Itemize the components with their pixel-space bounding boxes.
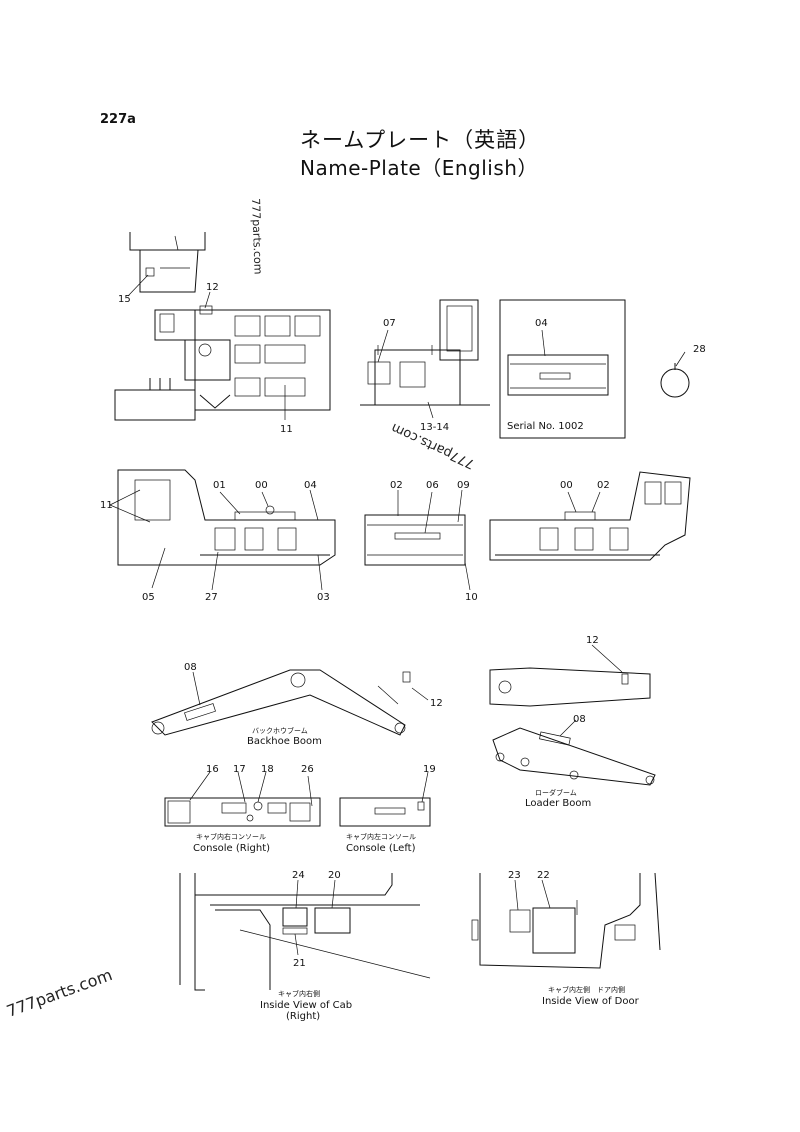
title-english: Name-Plate（English） <box>300 156 538 180</box>
rear-view <box>364 514 466 566</box>
caption-console-left-jp: キャブ内左コンソール <box>346 832 416 841</box>
label-15: 15 <box>118 294 131 305</box>
label-23: 23 <box>508 870 521 881</box>
label-02: 02 <box>390 480 403 491</box>
label-00-right: 00 <box>560 480 573 491</box>
label-03: 03 <box>317 592 330 603</box>
label-04: 04 <box>535 318 548 329</box>
label-02-right: 02 <box>597 480 610 491</box>
title-japanese: ネームプレート（英語） <box>300 128 541 152</box>
loader-boom-top-drawing <box>489 667 651 707</box>
label-08-loader: 08 <box>573 714 586 725</box>
label-04-side: 04 <box>304 480 317 491</box>
label-20: 20 <box>328 870 341 881</box>
label-19: 19 <box>423 764 436 775</box>
label-09: 09 <box>457 480 470 491</box>
page-number: 227a <box>100 112 136 127</box>
label-21: 21 <box>293 958 306 969</box>
label-24: 24 <box>292 870 305 881</box>
caption-loader-en: Loader Boom <box>525 798 591 809</box>
serial-note: Serial No. 1002 <box>507 421 584 432</box>
caption-loader-jp: ローダブーム <box>535 788 577 797</box>
serial-plate-box <box>499 299 626 439</box>
label-11-side: 11 <box>100 500 113 511</box>
part-28-ring <box>660 351 690 398</box>
caption-door-en: Inside View of Door <box>542 996 640 1007</box>
inside-door-drawing <box>471 872 661 969</box>
label-28: 28 <box>693 344 706 355</box>
label-08: 08 <box>184 662 197 673</box>
label-16: 16 <box>206 764 219 775</box>
label-13-14: 13-14 <box>420 422 449 433</box>
caption-backhoe-en: Backhoe Boom <box>247 736 322 747</box>
view-captions: バックホウブーム Backhoe Boom ローダブーム Loader Boom… <box>193 726 640 1022</box>
label-12-boom: 12 <box>430 698 443 709</box>
label-18: 18 <box>261 764 274 775</box>
caption-cab-en-2: (Right) <box>286 1011 320 1022</box>
label-06: 06 <box>426 480 439 491</box>
rear-detail-view <box>129 232 206 293</box>
label-22: 22 <box>537 870 550 881</box>
label-12-loader: 12 <box>586 635 599 646</box>
label-10: 10 <box>465 592 478 603</box>
caption-console-left-en: Console (Left) <box>346 843 416 854</box>
backhoe-boom-drawing <box>151 669 411 736</box>
label-11: 11 <box>280 424 293 435</box>
loader-boom-side-drawing <box>492 727 656 786</box>
caption-backhoe-jp: バックホウブーム <box>252 726 308 735</box>
label-07: 07 <box>383 318 396 329</box>
caption-cab-jp: キャブ内右側 <box>278 989 320 998</box>
caption-cab-en: Inside View of Cab <box>260 1000 352 1011</box>
label-27: 27 <box>205 592 218 603</box>
caption-console-right-jp: キャブ内右コンソール <box>196 832 266 841</box>
console-left-drawing <box>339 797 431 827</box>
left-side-view <box>117 469 336 566</box>
label-26: 26 <box>301 764 314 775</box>
label-00: 00 <box>255 480 268 491</box>
label-17: 17 <box>233 764 246 775</box>
machine-top-view <box>114 305 331 421</box>
right-side-view <box>489 471 691 561</box>
label-12: 12 <box>206 282 219 293</box>
label-01: 01 <box>213 480 226 491</box>
caption-door-jp: キャブ内左側 ドア内側 <box>548 985 625 994</box>
leader-lines <box>109 274 623 911</box>
label-05: 05 <box>142 592 155 603</box>
cab-side-view <box>360 299 490 406</box>
console-right-drawing <box>164 797 321 827</box>
inside-cab-drawing <box>179 873 431 991</box>
caption-console-right-en: Console (Right) <box>193 843 270 854</box>
part-number-labels: 15 12 11 07 13-14 04 Serial No. 1002 28 … <box>100 282 706 969</box>
